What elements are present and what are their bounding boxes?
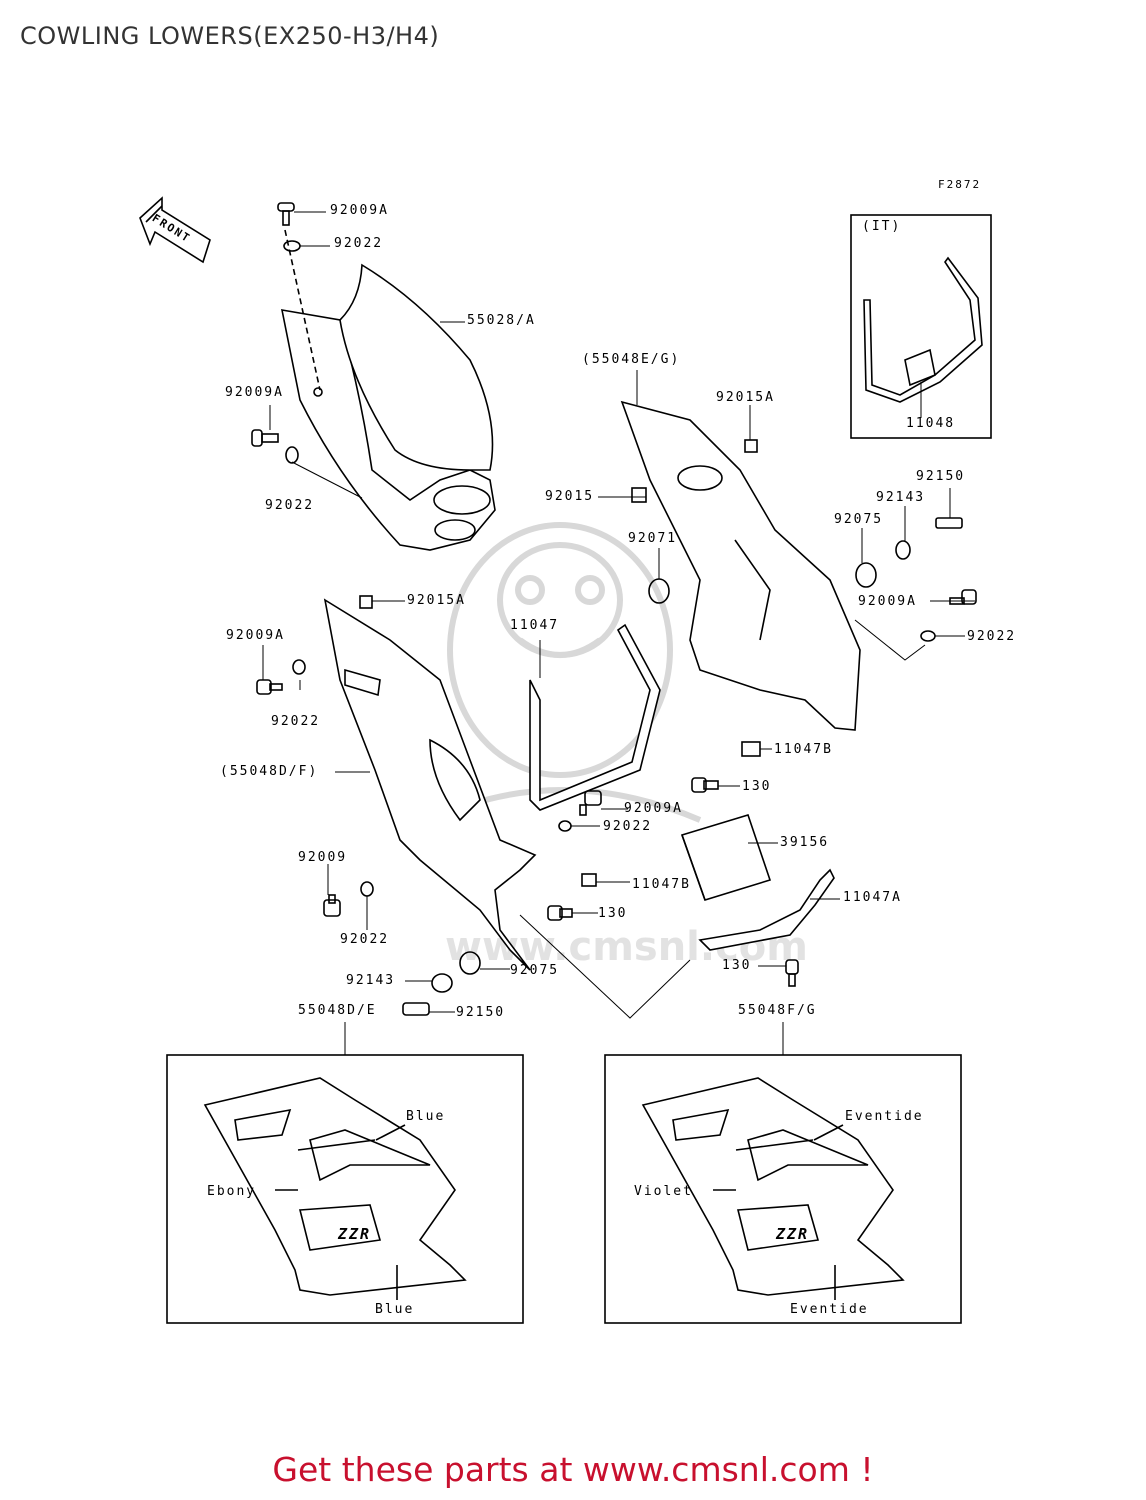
bolt-130-bottom xyxy=(785,959,799,987)
color-label-left-side: Ebony xyxy=(207,1184,257,1199)
part-label: 92022 xyxy=(967,629,1017,644)
washer-92022-mid xyxy=(558,820,572,832)
right-inner-cowl-shape xyxy=(620,400,861,731)
part-label: 130 xyxy=(742,779,772,794)
bracket-11047a-shape xyxy=(698,868,835,951)
grommet-92075-right xyxy=(855,562,877,588)
part-label: 11047 xyxy=(510,618,560,633)
color-label-right-lower: Eventide xyxy=(790,1302,869,1317)
decal-label-right: ZZR xyxy=(776,1225,810,1243)
bolt-92150-right xyxy=(935,517,963,529)
nut-92015 xyxy=(631,487,647,503)
bolt-92150-lower xyxy=(402,1002,430,1016)
bolt-130-upper xyxy=(691,777,719,793)
part-label: 92022 xyxy=(265,498,315,513)
washer-92022-top xyxy=(283,240,301,252)
part-label: 92143 xyxy=(346,973,396,988)
grommet-92075-lower xyxy=(459,951,481,975)
cowl-color-illustration-right xyxy=(641,1077,905,1300)
color-box-right xyxy=(604,1054,962,1324)
part-label: 55048F/G xyxy=(738,1003,817,1018)
part-label: 92022 xyxy=(603,819,653,834)
collar-92143-right xyxy=(895,540,911,560)
footer-link[interactable]: Get these parts at www.cmsnl.com ! xyxy=(272,1450,874,1489)
inset-frame xyxy=(850,214,992,439)
color-label-right-side: Violet xyxy=(634,1184,693,1199)
color-label-left-lower: Blue xyxy=(375,1302,415,1317)
guard-11048-shape xyxy=(863,256,983,403)
bolt-92009a-left xyxy=(251,429,279,447)
part-label: 92075 xyxy=(834,512,884,527)
part-label: 130 xyxy=(598,906,628,921)
part-label: 92075 xyxy=(510,963,560,978)
part-label: 92015 xyxy=(545,489,595,504)
part-label: 92009A xyxy=(330,203,389,218)
part-label: 92015A xyxy=(716,390,775,405)
page-title: COWLING LOWERS(EX250-H3/H4) xyxy=(20,22,440,50)
part-label: 130 xyxy=(722,958,752,973)
color-label-left-upper: Blue xyxy=(406,1109,446,1124)
part-label: 92009A xyxy=(225,385,284,400)
part-label: 92150 xyxy=(916,469,966,484)
part-label: 92143 xyxy=(876,490,926,505)
bolt-92009a-top xyxy=(277,202,295,226)
part-label: 11047B xyxy=(774,742,833,757)
part-label: 11048 xyxy=(906,416,956,431)
figure-code: F2872 xyxy=(938,178,982,191)
bolt-92009a-right xyxy=(949,589,977,605)
color-box-left xyxy=(166,1054,524,1324)
bolt-130-lower xyxy=(547,905,573,921)
collar-92143-lower xyxy=(431,973,453,993)
part-label: (55048D/F) xyxy=(220,764,319,779)
footer-promo: Get these parts at www.cmsnl.com ! xyxy=(0,1450,1146,1489)
part-label: 55048D/E xyxy=(298,1003,377,1018)
upper-cowl-shape xyxy=(280,229,496,551)
washer-92022-right xyxy=(920,630,936,642)
exploded-parts-diagram: www.cmsnl.com xyxy=(139,196,992,1324)
washer-92022-lower xyxy=(360,881,374,897)
nut-92015a-upper xyxy=(744,439,758,453)
part-label: (55048E/G) xyxy=(582,352,681,367)
part-label: 92150 xyxy=(456,1005,506,1020)
part-label: 39156 xyxy=(780,835,830,850)
leader-lines xyxy=(262,211,975,1055)
undercover-39156-shape xyxy=(680,814,772,901)
part-label: 11047A xyxy=(843,890,902,905)
bolt-92009-lower xyxy=(323,894,341,917)
washer-92022-side xyxy=(292,659,306,675)
part-label: 92022 xyxy=(340,932,390,947)
part-label: 55028/A xyxy=(467,313,536,328)
bolt-92009a-mid xyxy=(579,790,602,816)
part-label: 92009A xyxy=(624,801,683,816)
part-label: 92009A xyxy=(226,628,285,643)
washer-92022-left xyxy=(285,446,299,464)
decal-label-left: ZZR xyxy=(338,1225,372,1243)
left-side-cowl-shape xyxy=(323,598,537,971)
bolt-92009a-side xyxy=(256,679,283,695)
inset-tag: (IT) xyxy=(862,219,902,234)
clip-11047b-lower xyxy=(581,873,597,887)
part-label: 92015A xyxy=(407,593,466,608)
part-label: 92022 xyxy=(334,236,384,251)
bracket-11047-shape xyxy=(529,623,661,811)
part-label: 92009A xyxy=(858,594,917,609)
clip-11047b-upper xyxy=(741,741,761,757)
part-label: 11047B xyxy=(632,877,691,892)
cowl-color-illustration-left xyxy=(203,1077,467,1300)
part-label: 92022 xyxy=(271,714,321,729)
part-label: 92071 xyxy=(628,531,678,546)
front-arrow-icon xyxy=(139,196,211,264)
nut-92015a-lower xyxy=(359,595,373,609)
color-label-right-upper: Eventide xyxy=(845,1109,924,1124)
part-label: 92009 xyxy=(298,850,348,865)
